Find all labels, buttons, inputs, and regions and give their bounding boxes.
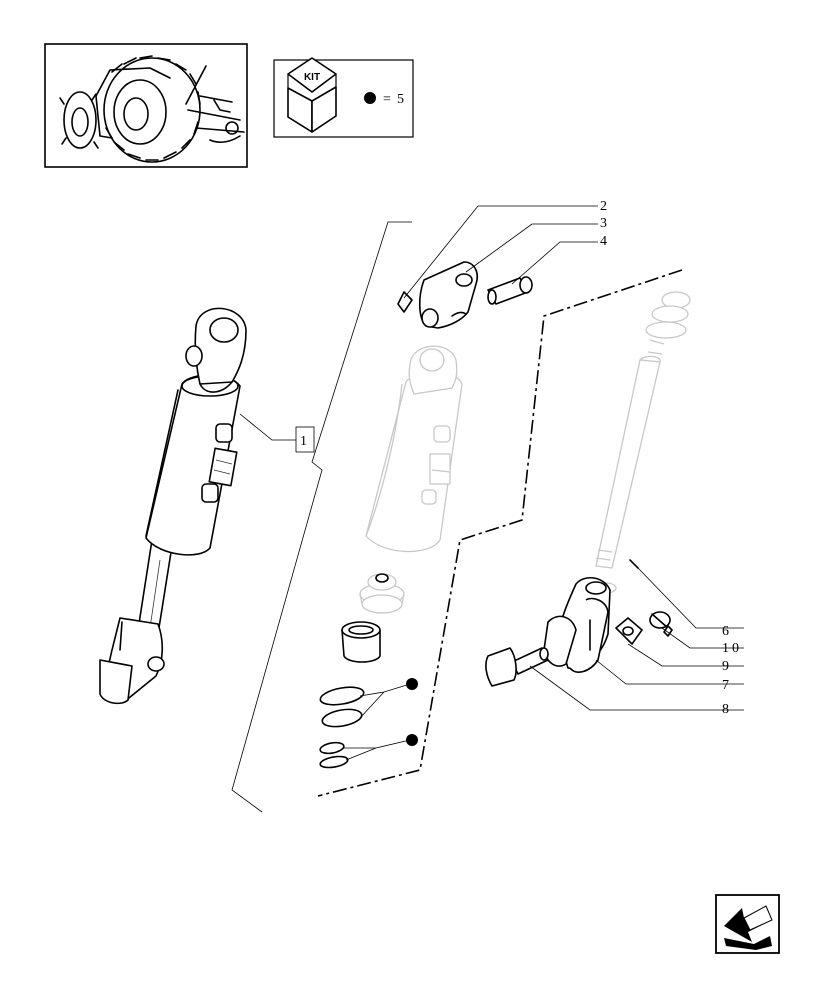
callout-label-1: 1: [300, 434, 310, 449]
kit-dot-icon: [406, 678, 418, 690]
callout-label-4: 4: [600, 234, 610, 249]
seal-rings: [319, 686, 365, 769]
callout-1: 1: [295, 426, 315, 453]
kit-equals: =: [383, 92, 394, 107]
pin-part-8: [485, 647, 549, 687]
adjuster-rod-ghost: [595, 291, 691, 594]
kit-box-icon: KIT: [287, 57, 337, 133]
callout-label-2: 2: [600, 199, 610, 214]
cylinder-body-ghost: [365, 345, 463, 553]
kit-dot-icon: [406, 734, 418, 746]
kit-label: KIT: [304, 72, 320, 83]
callout-label-3: 3: [600, 216, 610, 231]
kit-markers: [344, 678, 418, 761]
hydraulic-cylinder-assembly: [99, 307, 296, 705]
clevis-top: [418, 261, 479, 329]
linch-pin-10: [649, 611, 673, 637]
callout-label-7: 7: [722, 678, 732, 693]
callout-label-10: 10: [722, 641, 742, 656]
kit-number: 5: [397, 92, 407, 107]
pin-part-4: [487, 276, 533, 305]
clip-pin-small: [397, 291, 413, 313]
kit-dot-icon: [364, 92, 376, 104]
kit-group-outline: [317, 269, 683, 797]
washer-9: [615, 617, 643, 645]
callout-label-8: 8: [722, 702, 732, 717]
lower-clevis: [543, 577, 611, 673]
tractor-thumbnail-icon[interactable]: [44, 43, 248, 168]
kit-legend: KIT = 5: [273, 57, 414, 138]
piston: [359, 573, 405, 614]
callout-label-6: 6: [722, 624, 732, 639]
exploded-group-bracket: [231, 221, 412, 813]
previous-page-arrow-icon[interactable]: [715, 894, 780, 954]
bushing: [341, 621, 381, 663]
roll-pin-6: [629, 559, 639, 569]
callout-label-9: 9: [722, 659, 732, 674]
